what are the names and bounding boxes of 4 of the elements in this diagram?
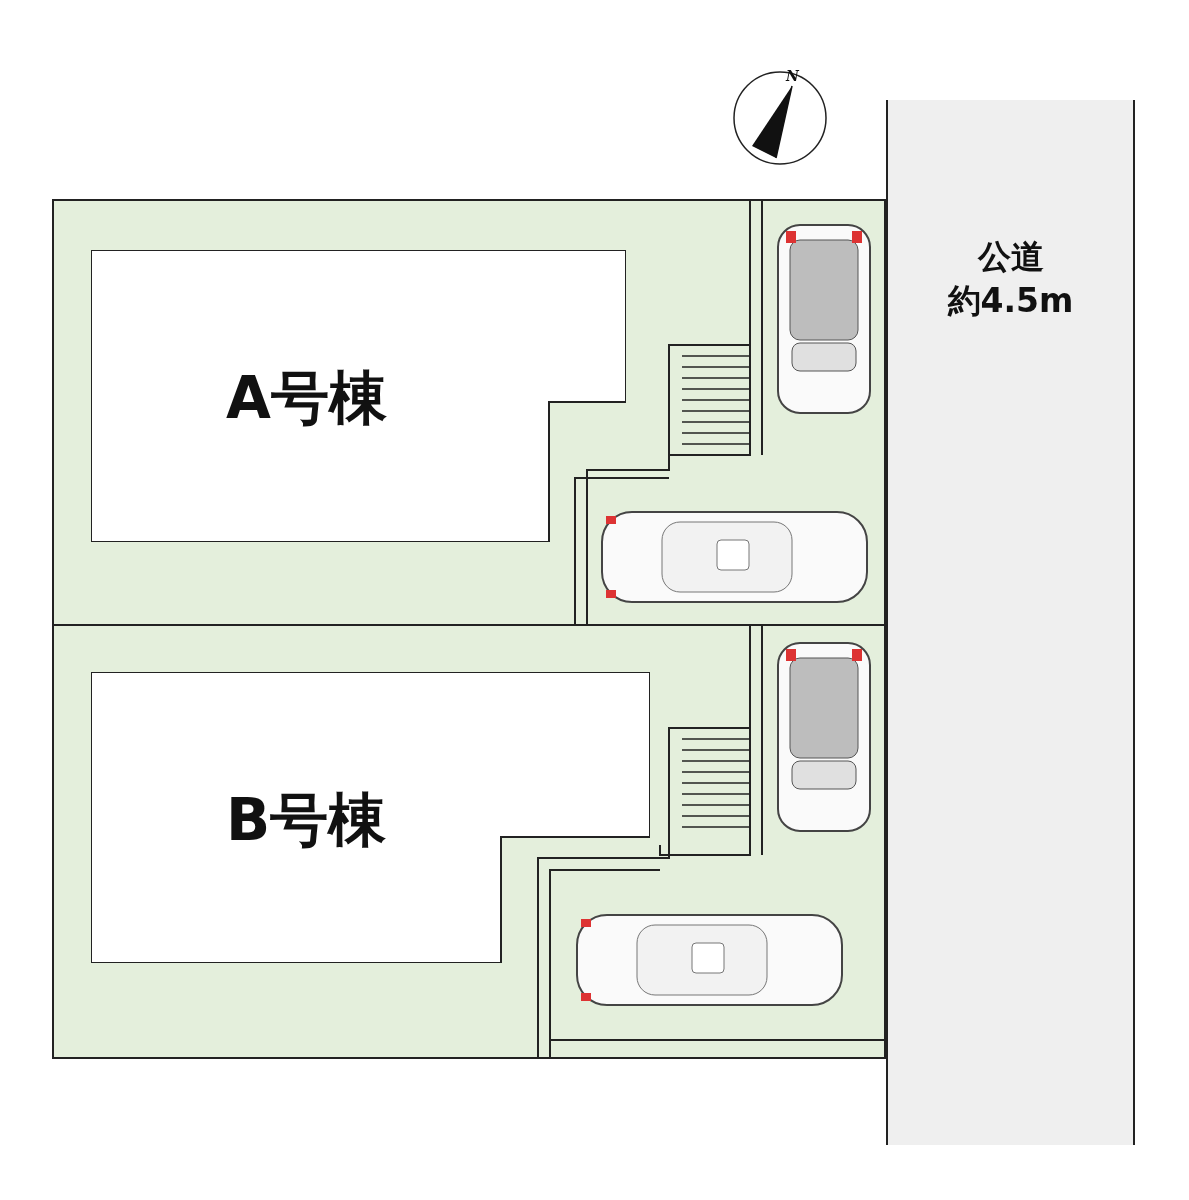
road-width: 約4.5m <box>946 280 1075 322</box>
building-label: B号棟 <box>226 785 387 856</box>
road-name: 公道 <box>976 236 1045 278</box>
building-label: A号棟 <box>226 363 387 434</box>
